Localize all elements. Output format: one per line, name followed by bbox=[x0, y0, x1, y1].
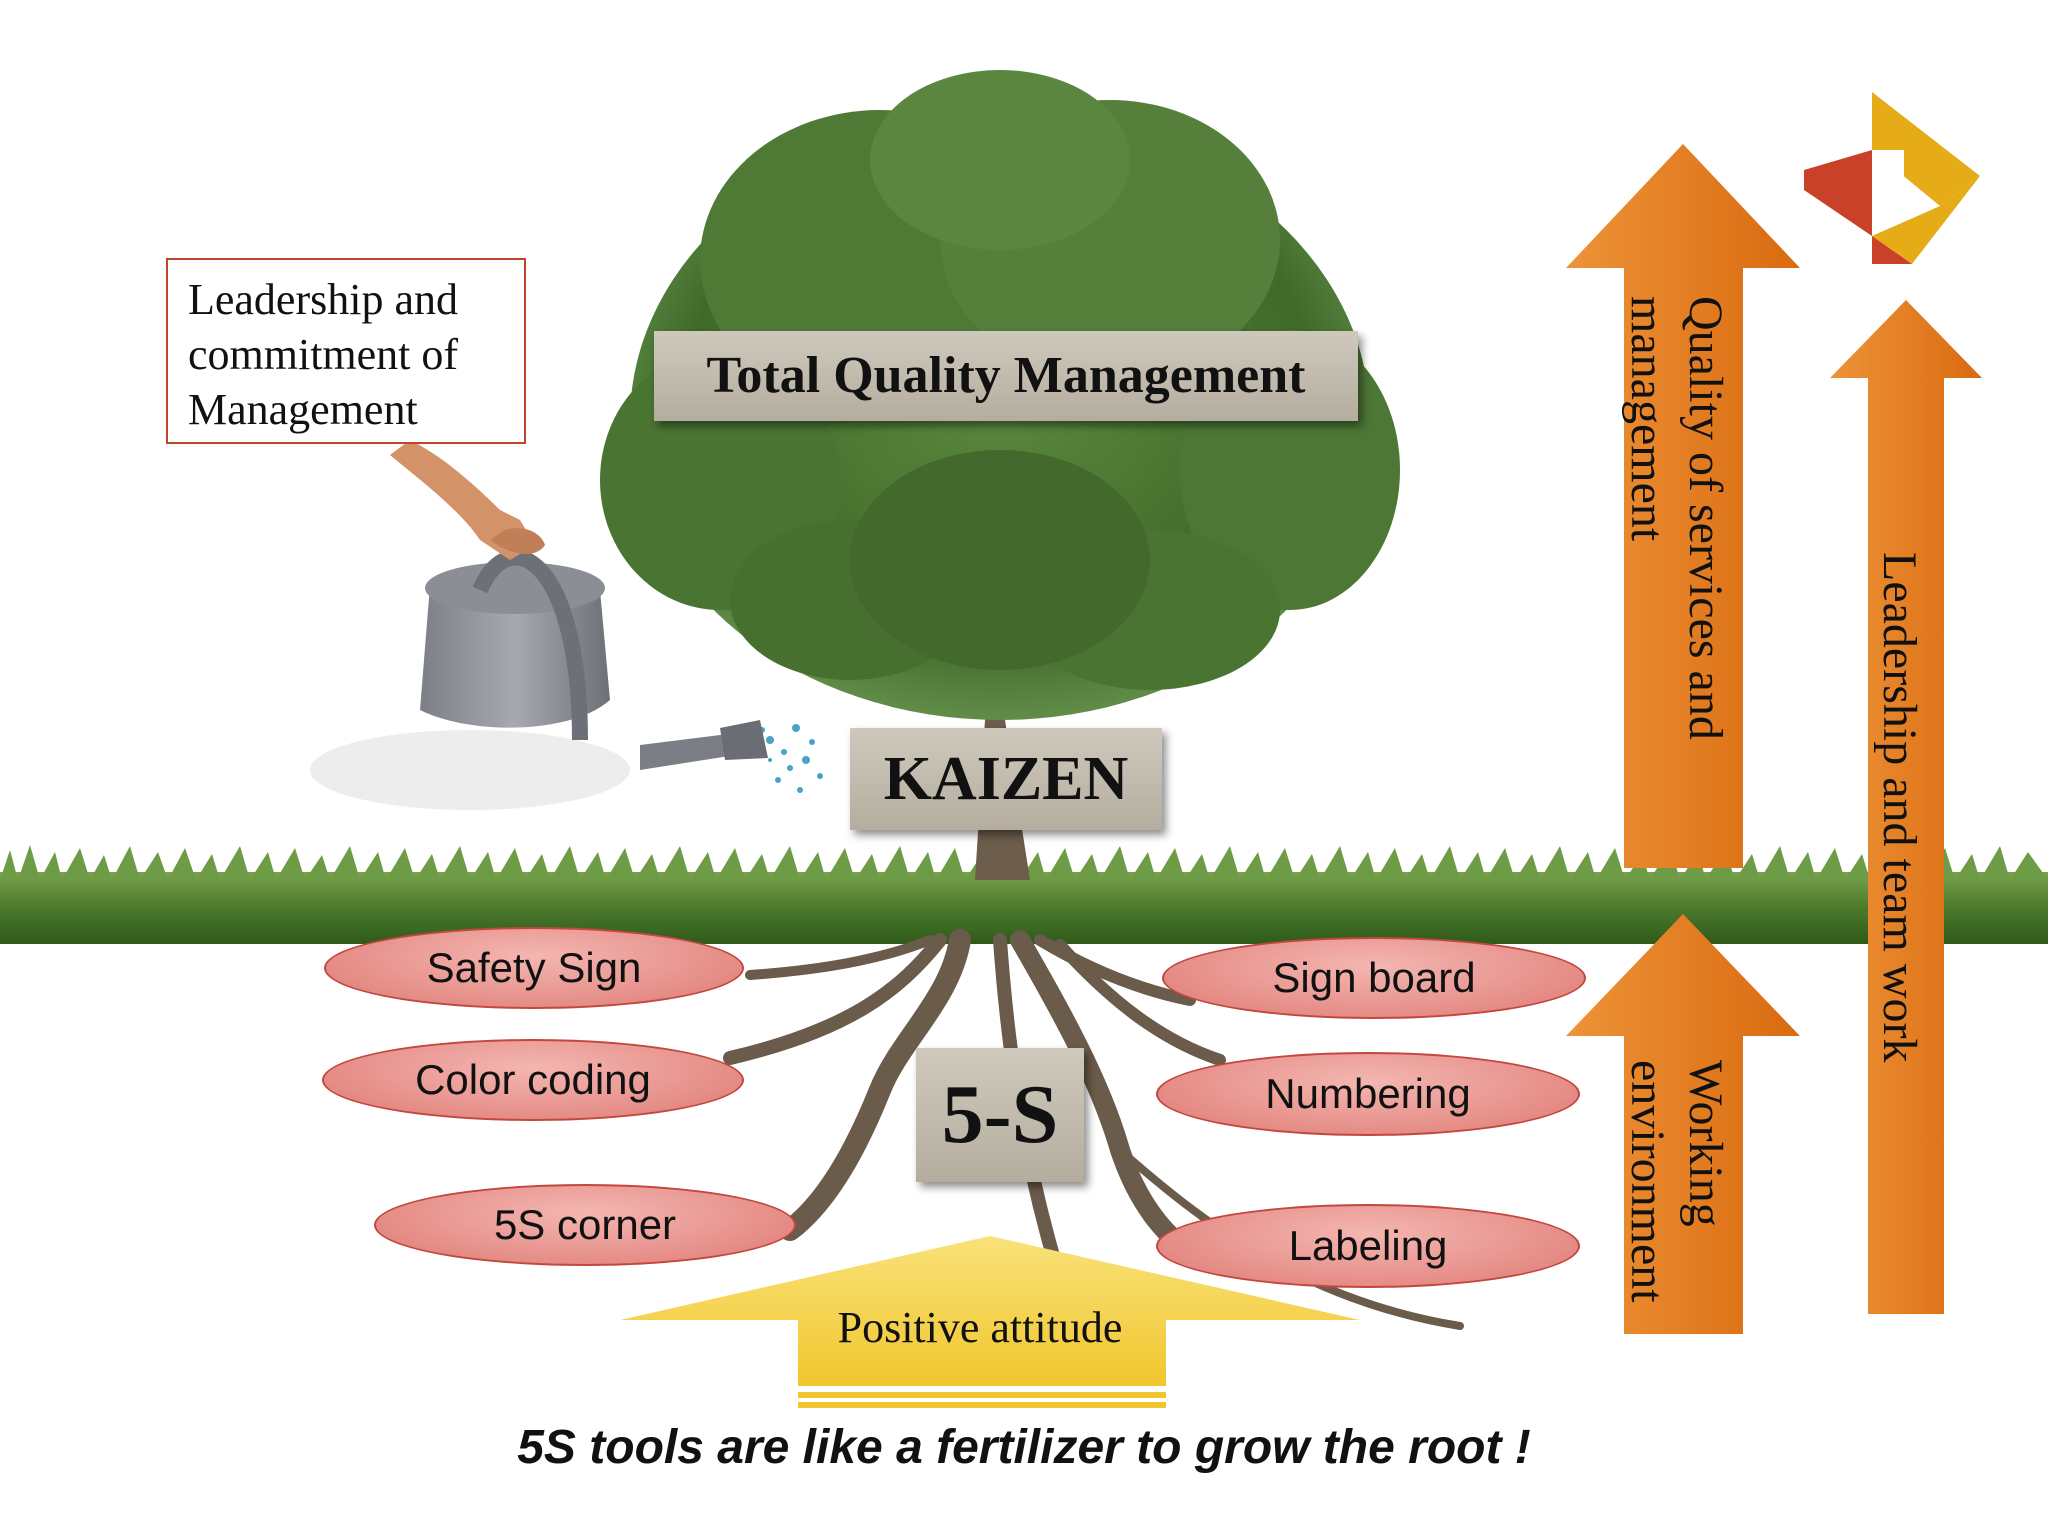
arrow-quality-line-2: management bbox=[1621, 296, 1674, 542]
five-s-label: 5-S bbox=[916, 1048, 1084, 1182]
arrow-quality-label: Quality of services and management bbox=[1618, 296, 1734, 796]
arrow-leadership bbox=[1830, 300, 1982, 1314]
water-spray bbox=[759, 724, 823, 793]
logo-icon bbox=[1804, 92, 1980, 264]
tool-oval-5s-corner: 5S corner bbox=[374, 1184, 796, 1266]
tool-oval-labeling: Labeling bbox=[1156, 1204, 1580, 1288]
watering-can-icon bbox=[310, 549, 768, 810]
arrow-fertilizer bbox=[620, 1236, 1360, 1408]
tool-oval-numbering: Numbering bbox=[1156, 1052, 1580, 1136]
leadership-commitment-box: Leadership and commitment of Management bbox=[166, 258, 526, 444]
arrow-leadership-label: Leadership and team work bbox=[1873, 552, 1926, 1063]
leadership-line-2: commitment of bbox=[188, 330, 459, 379]
arrow-working-line-1: Working bbox=[1679, 1060, 1732, 1227]
caption: 5S tools are like a fertilizer to grow t… bbox=[517, 1421, 1531, 1474]
arrow-working bbox=[1566, 914, 1800, 1334]
arrow-working-label: Working environment bbox=[1618, 1060, 1734, 1310]
leadership-line-1: Leadership and bbox=[188, 275, 458, 324]
arrow-working-line-2: environment bbox=[1621, 1060, 1674, 1303]
hand-icon bbox=[390, 440, 545, 560]
fertilizer-label: Positive attitude bbox=[837, 1303, 1123, 1352]
tool-oval-safety-sign: Safety Sign bbox=[324, 927, 744, 1009]
arrow-quality-line-1: Quality of services and bbox=[1679, 296, 1732, 740]
leadership-line-3: Management bbox=[188, 385, 418, 434]
kaizen-label: KAIZEN bbox=[850, 728, 1162, 830]
tqm-label: Total Quality Management bbox=[654, 331, 1358, 421]
tool-oval-sign-board: Sign board bbox=[1162, 937, 1586, 1019]
arrow-quality bbox=[1566, 144, 1800, 868]
tree-roots bbox=[723, 929, 1464, 1330]
tool-oval-color-coding: Color coding bbox=[322, 1039, 744, 1121]
